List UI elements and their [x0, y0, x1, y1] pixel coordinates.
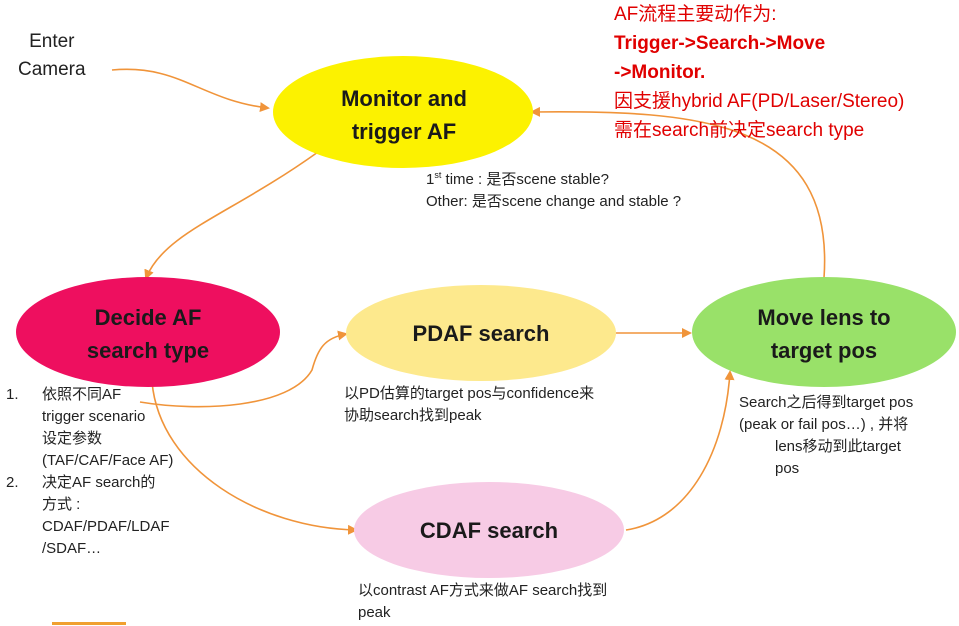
- step-1-line-3: 设定参数: [42, 430, 103, 447]
- monitor-note-first: 1st time : 是否scene stable?: [426, 164, 681, 191]
- node-pdaf-search: PDAF search: [346, 285, 616, 381]
- node-move-lens: Move lens to target pos: [692, 277, 956, 387]
- summary-line-1: AF流程主要动作为:: [614, 4, 777, 25]
- step-1-line-2: trigger scenario: [42, 408, 146, 425]
- step-1: 1. 依照不同AF trigger scenario 设定参数 (TAF/CAF…: [6, 384, 206, 472]
- node-pdaf-label: PDAF search: [413, 321, 550, 346]
- move-note: Search之后得到target pos (peak or fail pos…)…: [739, 392, 913, 480]
- node-move-label-1: Move lens to: [757, 305, 890, 330]
- monitor-note: 1st time : 是否scene stable? Other: 是否scen…: [426, 164, 681, 213]
- arrow-cdaf-to-move: [625, 370, 735, 531]
- step-2-line-4: /SDAF…: [42, 540, 102, 557]
- node-decide-shape: [16, 277, 280, 387]
- summary-line-3: ->Monitor.: [614, 62, 706, 83]
- summary-line-5: 需在search前决定search type: [614, 120, 865, 141]
- node-monitor-label-2: trigger AF: [352, 119, 456, 144]
- cdaf-note-line-1: 以contrast AF方式来做AF search找到: [358, 582, 608, 599]
- node-cdaf-label: CDAF search: [420, 518, 558, 543]
- node-decide-search-type: Decide AF search type: [16, 277, 280, 387]
- summary-line-4: 因支援hybrid AF(PD/Laser/Stereo): [614, 91, 905, 112]
- step-1-line-1: 依照不同AF: [42, 386, 122, 403]
- step-2-line-3: CDAF/PDAF/LDAF: [42, 518, 170, 535]
- node-move-label-2: target pos: [771, 338, 877, 363]
- arrow-enter-to-monitor: [111, 68, 270, 113]
- step-1-text: 依照不同AF trigger scenario 设定参数 (TAF/CAF/Fa…: [42, 384, 173, 472]
- arrow-decide-to-cdaf: [151, 381, 358, 535]
- entry-label-line-2: Camera: [18, 59, 86, 80]
- decorative-accent-bar: [52, 622, 126, 625]
- step-2-text: 决定AF search的 方式 : CDAF/PDAF/LDAF /SDAF…: [42, 472, 170, 560]
- move-note-line-1: Search之后得到target pos: [739, 394, 914, 411]
- entry-label-line-1: Enter: [29, 31, 75, 52]
- pdaf-note-line-1: 以PD估算的target pos与confidence来: [344, 385, 595, 402]
- node-cdaf-search: CDAF search: [354, 482, 624, 578]
- pdaf-note: 以PD估算的target pos与confidence来 协助search找到p…: [344, 383, 594, 427]
- node-move-shape: [692, 277, 956, 387]
- arrow-move-to-monitor: [530, 106, 826, 279]
- move-note-line-2: (peak or fail pos…) , 并将: [739, 416, 909, 433]
- node-monitor-label-1: Monitor and: [341, 86, 467, 111]
- node-cdaf-shape: [354, 482, 624, 578]
- node-decide-label-2: search type: [87, 338, 209, 363]
- step-1-line-4: (TAF/CAF/Face AF): [42, 452, 174, 469]
- node-pdaf-shape: [346, 285, 616, 381]
- pdaf-note-line-2: 协助search找到peak: [344, 407, 482, 424]
- step-2-line-1: 决定AF search的: [42, 474, 156, 491]
- move-note-line-4: pos: [775, 460, 800, 477]
- node-decide-label-1: Decide AF: [95, 305, 202, 330]
- cdaf-note: 以contrast AF方式来做AF search找到 peak: [358, 580, 607, 624]
- monitor-note-first-rest: time : 是否scene stable?: [441, 171, 609, 188]
- move-note-line-3: lens移动到此target: [775, 438, 901, 455]
- node-monitor-trigger: Monitor and trigger AF: [273, 56, 533, 168]
- arrow-monitor-to-decide: [144, 151, 319, 280]
- monitor-note-first-sup: st: [434, 170, 442, 180]
- step-2-line-2: 方式 :: [42, 496, 81, 513]
- monitor-note-first-prefix: 1: [426, 171, 435, 188]
- step-2-number: 2.: [6, 474, 19, 491]
- step-1-number: 1.: [6, 386, 19, 403]
- cdaf-note-line-2: peak: [358, 604, 391, 621]
- monitor-note-other: Other: 是否scene change and stable ?: [426, 193, 682, 210]
- flow-summary-note: AF流程主要动作为: Trigger->Search->Move ->Monit…: [614, 0, 959, 145]
- entry-label: Enter Camera: [18, 28, 86, 84]
- summary-line-2: Trigger->Search->Move: [614, 33, 826, 54]
- step-2: 2. 决定AF search的 方式 : CDAF/PDAF/LDAF /SDA…: [6, 472, 206, 560]
- arrow-decide-to-pdaf: [139, 330, 348, 408]
- node-monitor-shape: [273, 56, 533, 168]
